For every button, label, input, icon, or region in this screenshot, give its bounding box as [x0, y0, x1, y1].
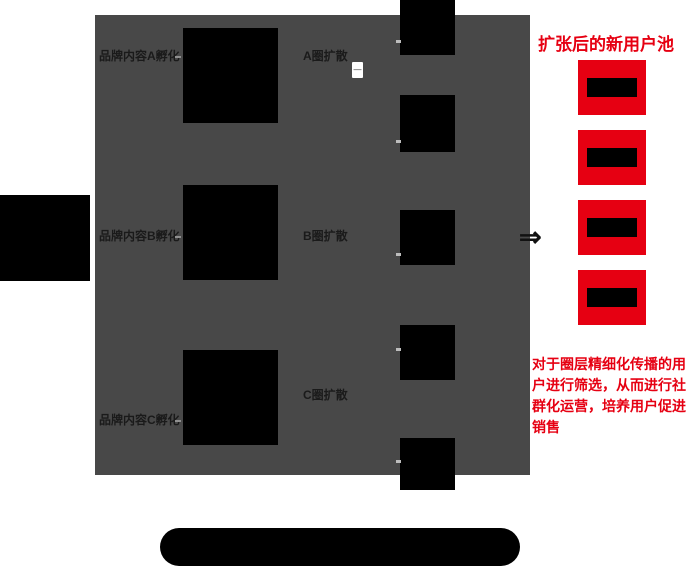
- user-pool-box: [578, 200, 646, 255]
- user-pool-box-label: [587, 148, 637, 167]
- incubation-label-b: 品牌内容B孵化: [99, 229, 180, 243]
- diffusion-label-c: C圈扩散: [303, 388, 348, 402]
- connector-notch: [396, 253, 401, 256]
- user-group-box: [400, 0, 455, 55]
- user-pool-box: [578, 130, 646, 185]
- user-pool-box-label: [587, 288, 637, 307]
- content-box-c: [183, 350, 278, 445]
- connector-tick: [175, 236, 181, 238]
- description-text: 对于圈层精细化传播的用户进行筛选，从而进行社群化运营，培养用户促进销售: [532, 356, 686, 435]
- connector-notch: [396, 140, 401, 143]
- caption-bar: [160, 528, 520, 566]
- arrow-right-icon: ⇒: [519, 222, 542, 252]
- user-group-box: [400, 95, 455, 152]
- connector-notch: [396, 40, 401, 43]
- dash-icon: —: [352, 62, 363, 78]
- content-box-b: [183, 185, 278, 280]
- connector-notch: [396, 348, 401, 351]
- source-box: [0, 195, 90, 281]
- connector-tick: [175, 420, 181, 422]
- user-group-box: [400, 325, 455, 380]
- content-box-a: [183, 28, 278, 123]
- new-user-pool-title: 扩张后的新用户池: [538, 35, 674, 54]
- user-group-box: [400, 210, 455, 265]
- connector-notch: [396, 460, 401, 463]
- diffusion-panel: [95, 15, 530, 475]
- incubation-label-c: 品牌内容C孵化: [99, 413, 180, 427]
- user-pool-box: [578, 270, 646, 325]
- diffusion-label-a: A圈扩散: [303, 49, 348, 63]
- user-pool-box-label: [587, 78, 637, 97]
- user-group-box: [400, 438, 455, 490]
- incubation-label-a: 品牌内容A孵化: [99, 49, 180, 63]
- user-pool-box: [578, 60, 646, 115]
- connector-tick: [175, 56, 181, 58]
- diffusion-label-b: B圈扩散: [303, 229, 348, 243]
- user-pool-box-label: [587, 218, 637, 237]
